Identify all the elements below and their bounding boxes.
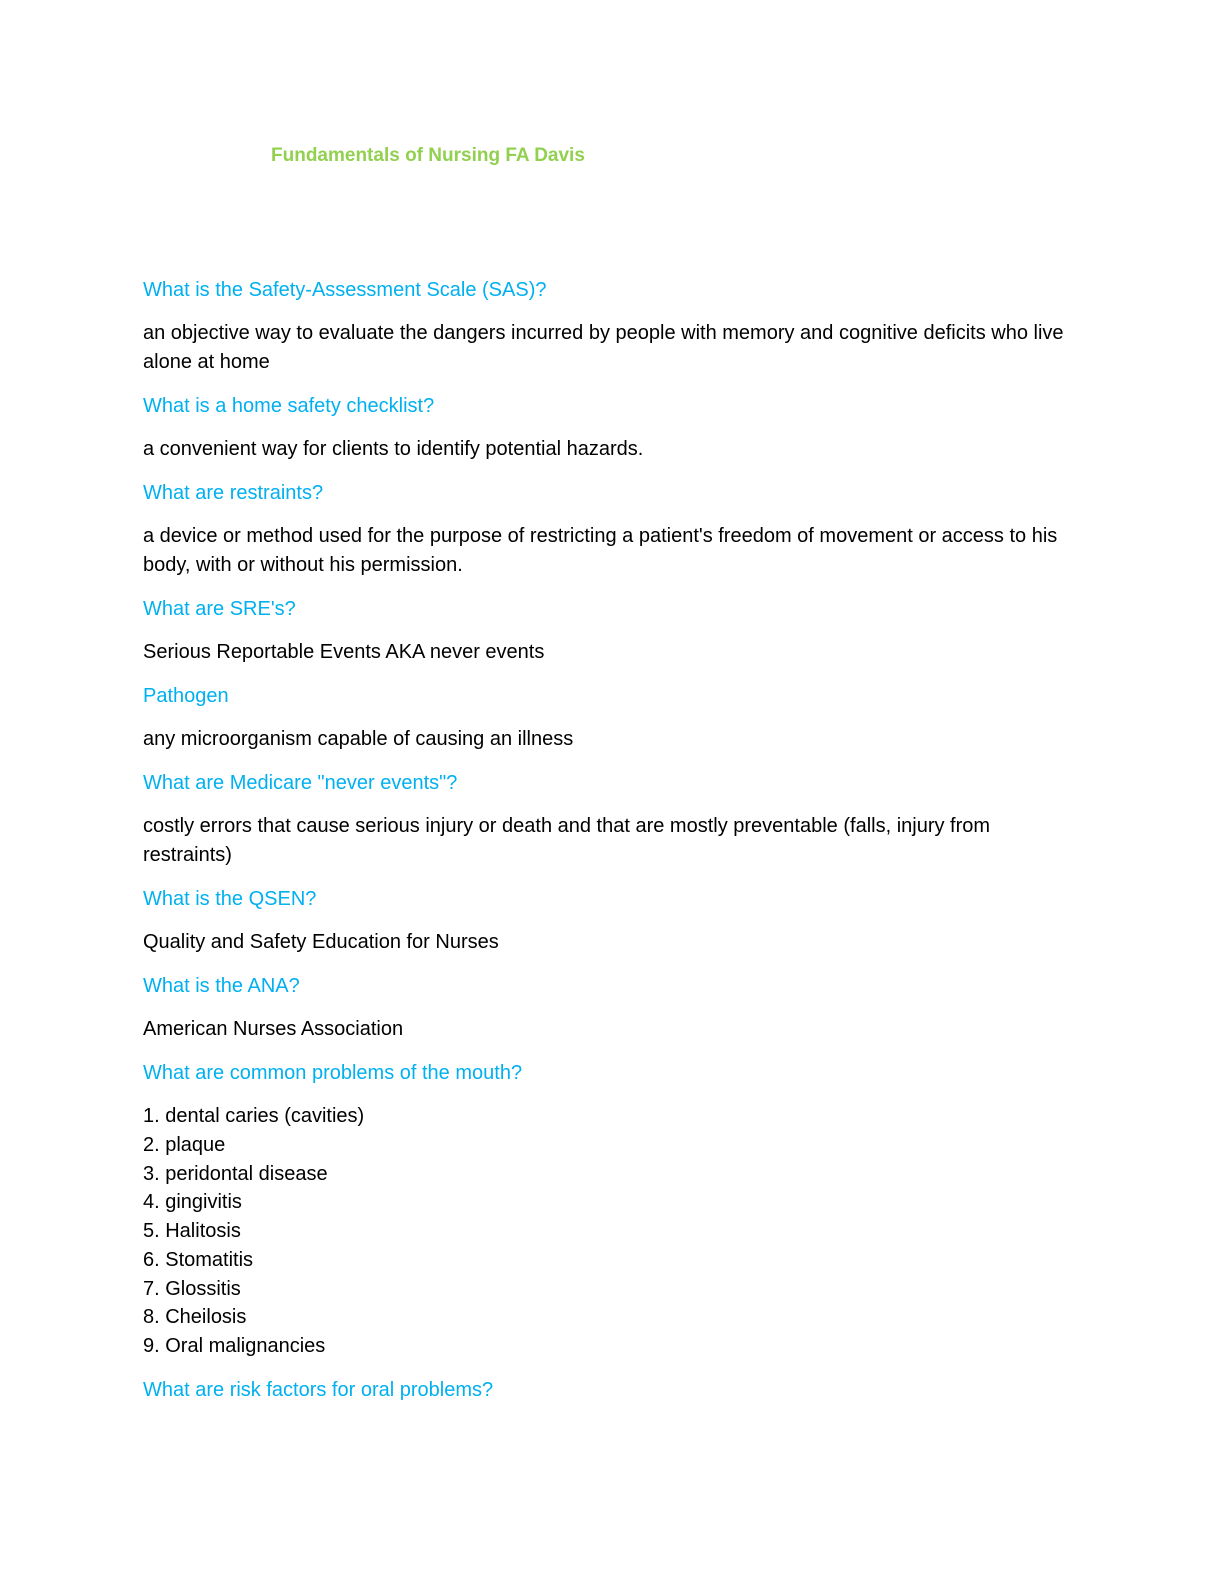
flashcard-question: What are common problems of the mouth? [143, 1062, 523, 1084]
flashcard: What are restraints? a device or method … [143, 478, 1083, 580]
flashcard: What is the Safety-Assessment Scale (SAS… [143, 275, 1083, 377]
mouth-problems-list: 1. dental caries (cavities) 2. plaque 3.… [143, 1102, 1083, 1361]
flashcard-answer: costly errors that cause serious injury … [143, 815, 991, 866]
flashcard-answer: Quality and Safety Education for Nurses [143, 931, 499, 953]
flashcard-question: What are restraints? [143, 482, 324, 504]
list-item: 6. Stomatitis [143, 1248, 254, 1271]
flashcard-question: What is the QSEN? [143, 888, 317, 910]
flashcard-question: What is the Safety-Assessment Scale (SAS… [143, 279, 547, 301]
flashcard: What are Medicare "never events"? costly… [143, 768, 1083, 870]
flashcard-question: What are Medicare "never events"? [143, 772, 458, 794]
flashcard: What are risk factors for oral problems? [143, 1375, 1083, 1405]
list-item: 8. Cheilosis [143, 1306, 247, 1329]
list-item: 5. Halitosis [143, 1220, 241, 1242]
list-item: 7. Glossitis [143, 1277, 241, 1300]
list-item: 9. Oral malignancies [143, 1335, 326, 1357]
flashcard: What is the ANA? American Nurses Associa… [143, 971, 1083, 1044]
flashcard-answer: an objective way to evaluate the dangers… [143, 322, 1064, 373]
flashcard-question: What is the ANA? [143, 975, 300, 997]
flashcard-mouth-problems: What are common problems of the mouth? 1… [143, 1058, 1083, 1361]
flashcard: What is the QSEN? Quality and Safety Edu… [143, 884, 1083, 957]
flashcard-answer: a device or method used for the purpose … [143, 525, 1058, 576]
flashcard-answer: American Nurses Association [143, 1018, 404, 1040]
flashcard: What is a home safety checklist? a conve… [143, 391, 1083, 464]
flashcard-list: What is the Safety-Assessment Scale (SAS… [143, 275, 1083, 1405]
flashcard-answer: any microorganism capable of causing an … [143, 728, 574, 750]
list-item: 4. gingivitis [143, 1191, 242, 1214]
list-item: 3. peridontal disease [143, 1162, 328, 1185]
flashcard-question: What is a home safety checklist? [143, 395, 435, 417]
flashcard: What are SRE's? Serious Reportable Event… [143, 594, 1083, 667]
flashcard: Pathogen any microorganism capable of ca… [143, 681, 1083, 754]
list-item: 2. plaque [143, 1133, 226, 1156]
list-item: 1. dental caries (cavities) [143, 1105, 365, 1127]
flashcard-answer: a convenient way for clients to identify… [143, 438, 644, 460]
flashcard-question: What are risk factors for oral problems? [143, 1378, 494, 1401]
flashcard-answer: Serious Reportable Events AKA never even… [143, 641, 545, 663]
flashcard-question: What are SRE's? [143, 598, 296, 620]
document-title: Fundamentals of Nursing FA Davis [271, 145, 585, 166]
flashcard-question: Pathogen [143, 685, 229, 707]
